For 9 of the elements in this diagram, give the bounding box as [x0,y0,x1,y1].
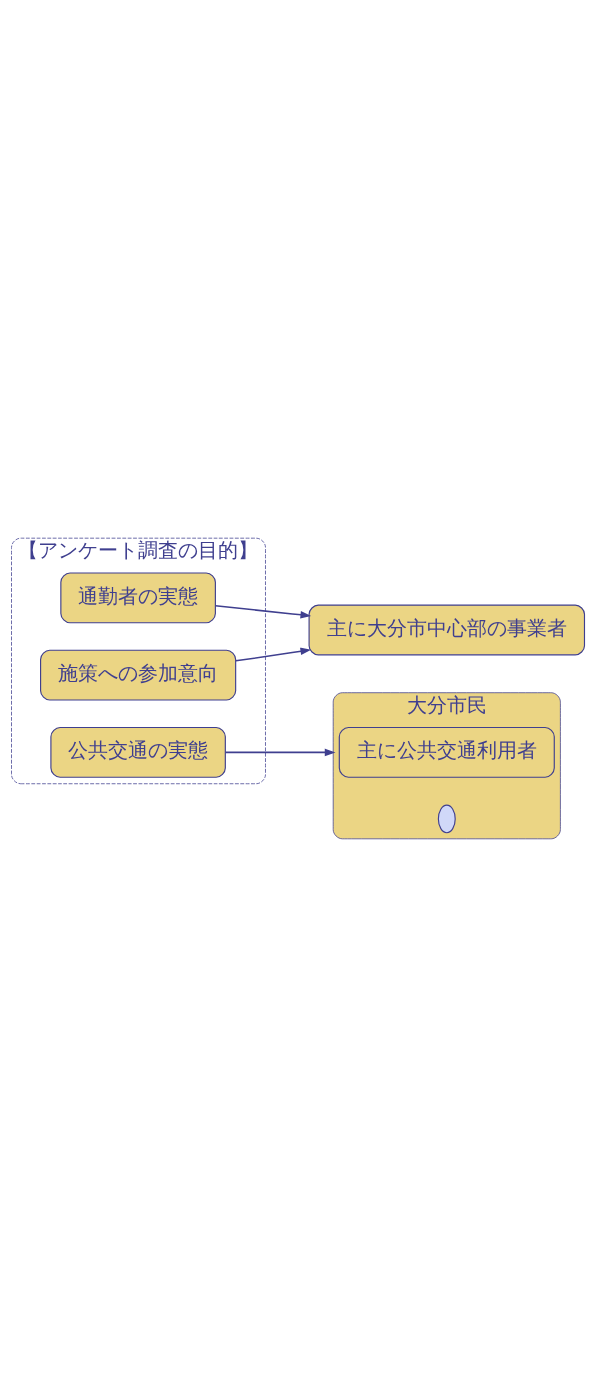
arrow [235,647,312,662]
node-ellipse [437,804,456,833]
node-box: 公共交通の実態 [50,726,226,778]
arrow [214,604,312,618]
arrow [224,748,336,756]
node-box: 通勤者の実態 [60,571,216,623]
node-box: 主に大分市中心部の事業者 [308,604,586,655]
node-box: 主に公共交通利用者 [338,726,555,778]
node-box: 施策への参加意向 [40,649,237,701]
